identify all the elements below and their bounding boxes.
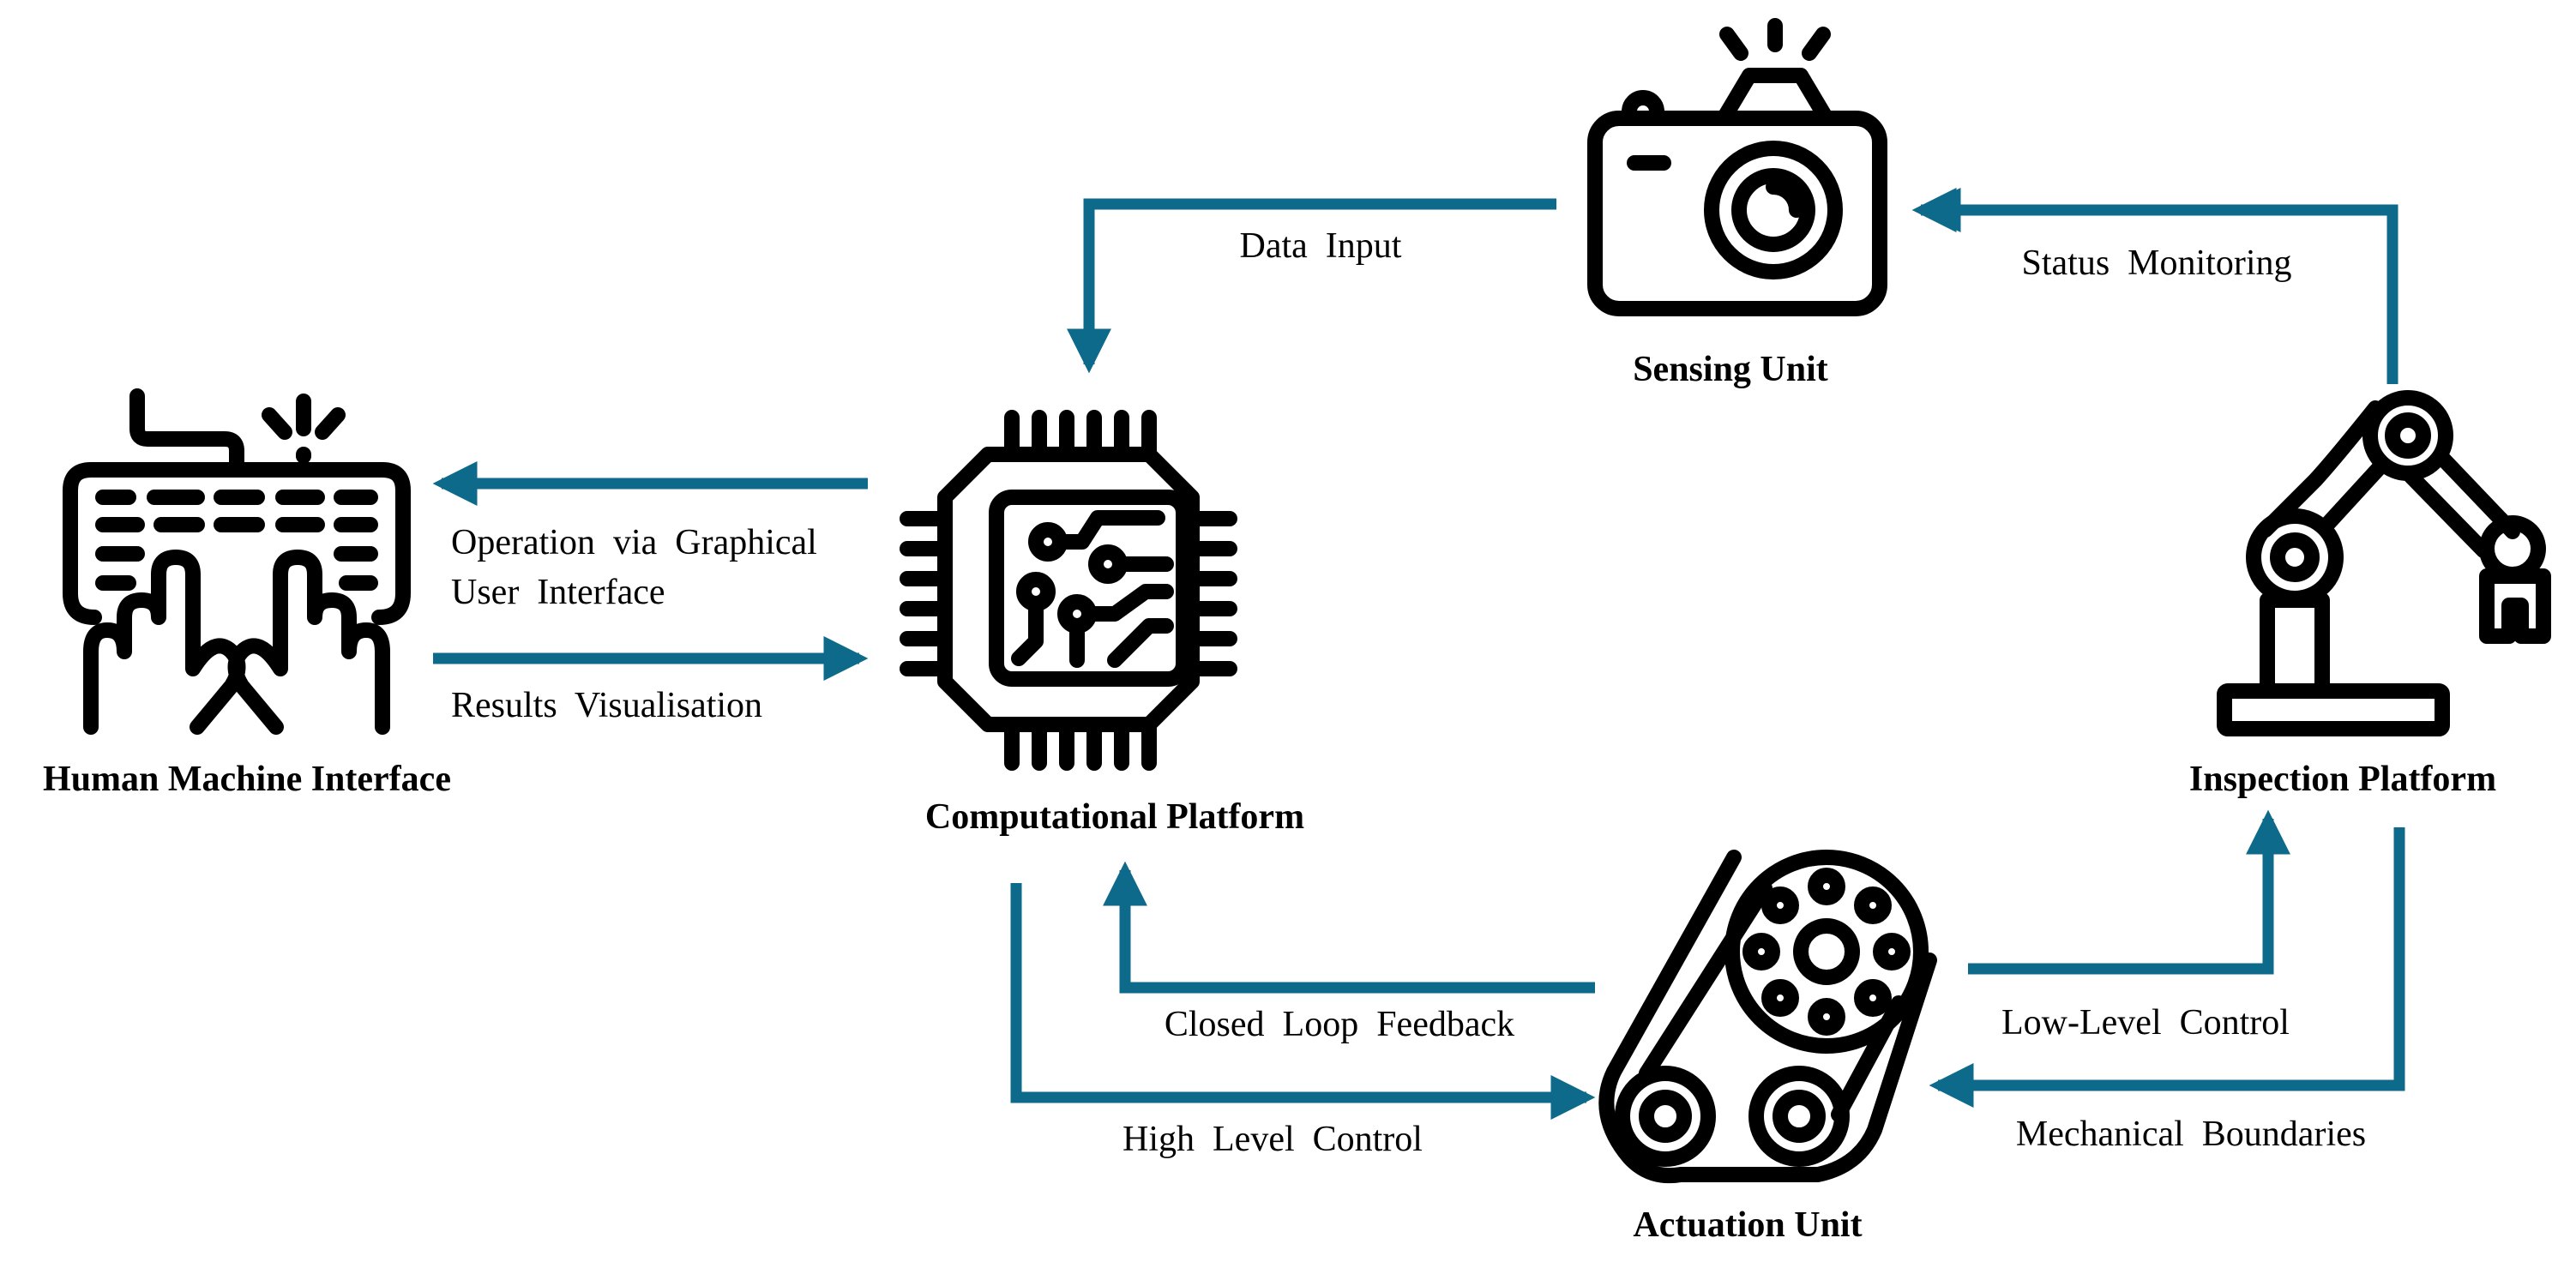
label-mechanical-boundaries: Mechanical Boundaries (2016, 1115, 2366, 1154)
cpu-chip-icon (900, 410, 1237, 771)
connections (432, 188, 2405, 1120)
label-actuation-unit: Actuation Unit (1633, 1205, 1862, 1245)
arrow-data-input (1067, 198, 1556, 374)
label-operation-gui-line2: User Interface (451, 573, 665, 612)
label-results-visualisation: Results Visualisation (451, 686, 762, 725)
label-operation-gui-line1: Operation via Graphical (451, 523, 817, 562)
label-computational-platform: Computational Platform (925, 797, 1304, 837)
label-human-machine-interface: Human Machine Interface (43, 760, 451, 799)
label-inspection-platform: Inspection Platform (2189, 760, 2496, 799)
keyboard-hands-icon (63, 388, 411, 735)
arrow-closed-loop-feedback (1103, 861, 1595, 994)
label-status-monitoring: Status Monitoring (2021, 243, 2291, 283)
label-high-level-control: High Level Control (1122, 1120, 1423, 1159)
arrow-high-level-control (1010, 883, 1596, 1120)
belt-drive-icon (1598, 850, 1937, 1184)
arrow-to-sensing (1916, 188, 2398, 257)
arrow-mechanical-boundaries (1929, 827, 2405, 1108)
robot-arm-icon (2217, 390, 2551, 736)
arrow-low-level-control (1968, 809, 2290, 975)
camera-icon (1587, 18, 1887, 316)
label-low-level-control: Low-Level Control (2001, 1003, 2290, 1043)
arrow-status-monitoring (1911, 188, 2398, 384)
label-sensing-unit: Sensing Unit (1633, 350, 1828, 389)
label-closed-loop-feedback: Closed Loop Feedback (1165, 1005, 1514, 1044)
label-data-input: Data Input (1240, 226, 1402, 266)
